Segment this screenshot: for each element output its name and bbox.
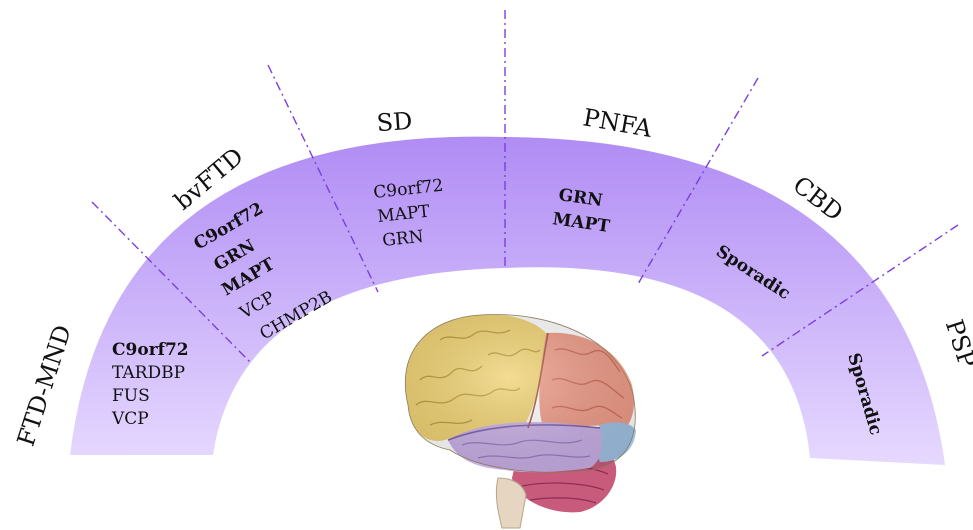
gene-label: VCP: [111, 409, 149, 429]
gene-label: FUS: [112, 386, 150, 406]
category-label: PNFA: [581, 103, 655, 143]
gene-label: C9orf72: [112, 340, 189, 360]
category-label: FTD-MND: [12, 322, 77, 450]
category-label: PSP: [940, 316, 973, 371]
gene-label: TARDBP: [112, 363, 185, 383]
brain-icon: [405, 315, 636, 528]
category-label: SD: [376, 107, 414, 137]
